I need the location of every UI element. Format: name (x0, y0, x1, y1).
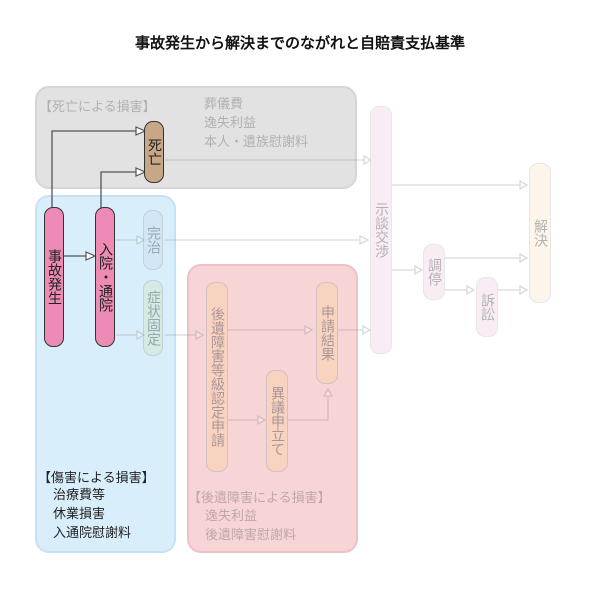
injury-item-lost-wages: 休業損害 (53, 507, 106, 522)
sequelae-item-solatium: 後遺障害慰謝料 (205, 528, 297, 543)
node-application-result: 申請結果 (316, 282, 338, 384)
sequelae-item-lost-profit: 逸失利益 (205, 509, 258, 524)
node-application-result-label: 申請結果 (319, 305, 335, 361)
arrow-head-hospital-death (135, 167, 147, 177)
node-mediation-label: 調停 (426, 258, 442, 286)
node-hospital-label: 入院・通院 (97, 242, 113, 312)
node-cured: 完治 (143, 210, 163, 270)
node-mediation: 調停 (423, 244, 445, 300)
sequelae-panel-label: 【後遺障害による損害】 (188, 491, 331, 506)
node-symptom-fixed: 症状固定 (143, 280, 163, 356)
node-objection-label: 異議申立て (269, 386, 285, 456)
death-item-lost-profit: 逸失利益 (204, 116, 257, 131)
arrow-head-accident-hospital (85, 251, 97, 261)
node-settlement-negotiation-label: 示談交渉 (373, 202, 389, 258)
injury-panel-label: 【傷害による損害】 (38, 471, 155, 486)
injury-panel-list: 治療費等 休業損害 入通院慰謝料 (53, 486, 131, 543)
node-cured-label: 完治 (145, 226, 161, 254)
node-death-label: 死亡 (146, 138, 162, 166)
node-objection: 異議申立て (266, 370, 288, 472)
death-panel-list: 葬儀費 逸失利益 本人・遺族慰謝料 (204, 95, 308, 152)
death-item-solatium: 本人・遺族慰謝料 (204, 135, 309, 150)
death-item-funeral: 葬儀費 (204, 97, 244, 112)
death-panel-label: 【死亡による損害】 (39, 100, 156, 115)
sequelae-panel (187, 264, 358, 553)
arrow-accident-to-death (51, 130, 136, 209)
node-sequelae-application: 後遺障害等級認定申請 (206, 282, 228, 472)
node-lawsuit: 訴訟 (476, 277, 498, 337)
page-title: 事故発生から解決までのながれと自賠責支払基準 (134, 34, 465, 52)
node-resolution-label: 解決 (532, 219, 548, 247)
arrow-head-accident-death (135, 126, 147, 136)
arrow-hospital-to-death (100, 171, 136, 209)
injury-item-solatium: 入通院慰謝料 (53, 526, 132, 541)
node-symptom-fixed-label: 症状固定 (145, 290, 161, 346)
node-hospital: 入院・通院 (95, 207, 115, 347)
node-death: 死亡 (144, 121, 164, 183)
sequelae-panel-list: 逸失利益 後遺障害慰謝料 (205, 507, 296, 545)
node-settlement-negotiation: 示談交渉 (370, 106, 392, 354)
arrow-objection-to-result (288, 396, 329, 421)
injury-item-treatment: 治療費等 (53, 488, 106, 503)
node-sequelae-application-label: 後遺障害等級認定申請 (209, 307, 225, 447)
node-accident: 事故発生 (44, 207, 64, 347)
death-panel (35, 86, 357, 189)
node-resolution: 解決 (529, 163, 551, 303)
node-accident-label: 事故発生 (46, 249, 62, 305)
node-lawsuit-label: 訴訟 (479, 293, 495, 321)
